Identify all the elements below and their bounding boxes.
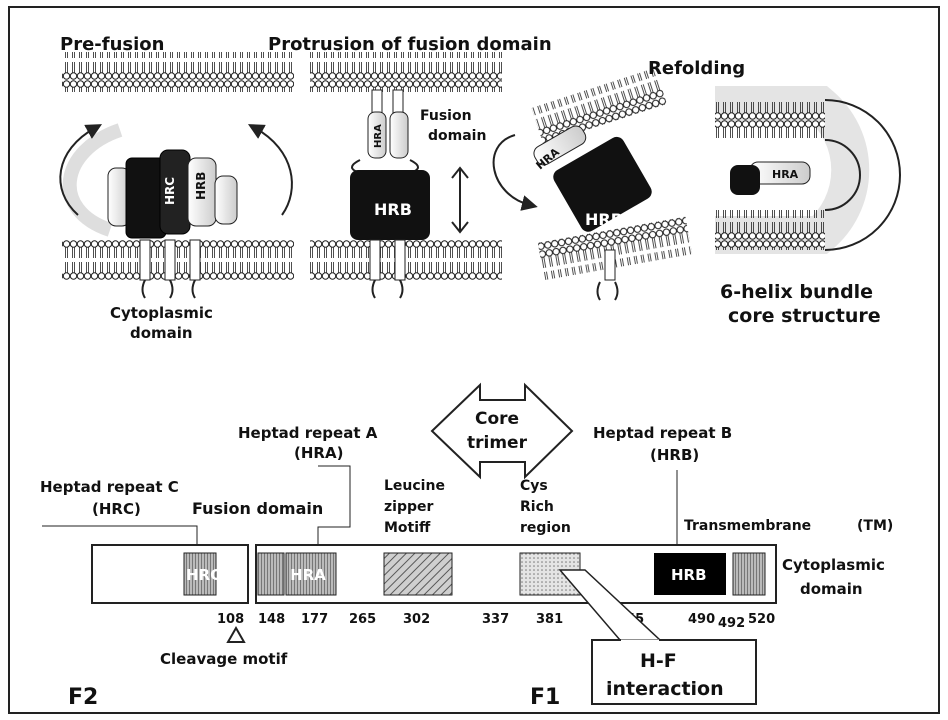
hrb-label: HRB [585,210,623,229]
prefusion-panel: HRC HRB Pre-fusion Cytoplasmic domain [60,34,294,342]
tm-helix [605,250,615,280]
refolding-panel: HRB HRA Refolding [494,58,746,300]
core-trimer-label-2: trimer [467,433,528,453]
tm-helix [395,240,405,280]
bundle-panel: HRA 6-helix bundle core structure [715,100,900,327]
cys-label-2: Rich [520,499,554,515]
tm-label: (TM) [857,518,893,534]
cys-label-3: region [520,520,571,536]
hrb-title-1: Heptad repeat B [593,424,732,442]
cytoplasmic-label-1: Cytoplasmic [110,304,213,322]
core-trimer-arrow: Core trimer [432,385,572,477]
upper-membrane [62,52,294,92]
fused-membrane-top [715,100,825,140]
segment-fusion-peptide [258,553,284,595]
hrc-title-1: Heptad repeat C [40,478,179,496]
cleavage-label: Cleavage motif [160,650,288,668]
hrb-title-2: (HRB) [650,446,699,464]
helix-label-hra: HRA [373,124,384,148]
rotation-arrow-right [255,128,292,215]
protrusion-title: Protrusion of fusion domain [268,34,552,55]
cytoplasmic-label-2: domain [130,324,193,342]
fused-membrane-bottom [715,210,825,250]
leucine-label-3: Motiff [384,520,431,536]
rotation-arrow [494,135,530,205]
domain-bar: HRC HRA HRB [92,544,776,604]
tm-helix [370,240,380,280]
tm-helix [190,240,200,280]
leucine-label-2: zipper [384,499,433,515]
lower-membrane [62,240,294,280]
position-520: 520 [748,612,775,627]
helix-label-hrc: HRC [163,177,177,205]
protrusion-panel: HRA HRB Fusion domain Protrusion of fusi… [268,34,552,298]
helix [215,176,237,224]
position-492: 492 [718,616,745,631]
upper-membrane [310,52,502,92]
f2-label: F2 [68,685,98,710]
fusion-domain-label-2: domain [428,128,486,144]
hrc-title-2: (HRC) [92,500,141,518]
tm-helix [165,240,175,280]
position-381: 381 [536,612,563,627]
cleavage-gap [249,544,255,604]
position-148: 148 [258,612,285,627]
helix-label-hrb: HRB [194,172,208,200]
f1-label: F1 [530,685,560,710]
cytoplasmic-tails [143,280,196,298]
bar-cytoplasmic-2: domain [800,580,863,598]
hf-label-1: H-F [640,650,677,672]
segment-tm [733,553,765,595]
cleavage-triangle-icon [228,628,244,642]
cytoplasmic-tails [373,280,403,298]
double-arrow [452,168,468,232]
fusion-domain-label-1: Fusion [420,108,472,124]
bar-label-hra: HRA [290,566,326,584]
upper-membrane [532,68,667,144]
bundle-label-2: core structure [728,305,881,327]
transmembrane-label: Transmembrane [684,518,811,534]
core-trimer-label-1: Core [475,409,519,429]
hra-title-1: Heptad repeat A [238,424,378,442]
hra-title-2: (HRA) [294,444,343,462]
cytoplasmic-tails [598,282,618,300]
helix-label-hra: HRA [772,168,799,181]
position-337: 337 [482,612,509,627]
bar-label-hrb: HRB [671,566,707,584]
position-265: 265 [349,612,376,627]
hrb-label: HRB [374,200,412,219]
fusion-domain-label: Fusion domain [192,499,323,518]
position-108: 108 [217,612,244,627]
leucine-label-1: Leucine [384,478,445,494]
helix-hrb [730,165,760,195]
position-490: 490 [688,612,715,627]
position-302: 302 [403,612,430,627]
hf-label-2: interaction [606,678,724,700]
refolding-title: Refolding [648,58,745,79]
bar-label-hrc: HRC [186,566,221,584]
position-177: 177 [301,612,328,627]
tm-helix [140,240,150,280]
lower-membrane [310,240,502,280]
bundle-label-1: 6-helix bundle [720,281,873,303]
segment-leucine-zipper [384,553,452,595]
bar-cytoplasmic-1: Cytoplasmic [782,556,885,574]
cys-label-1: Cys [520,478,548,494]
helix-hra [390,112,408,158]
prefusion-title: Pre-fusion [60,34,164,55]
